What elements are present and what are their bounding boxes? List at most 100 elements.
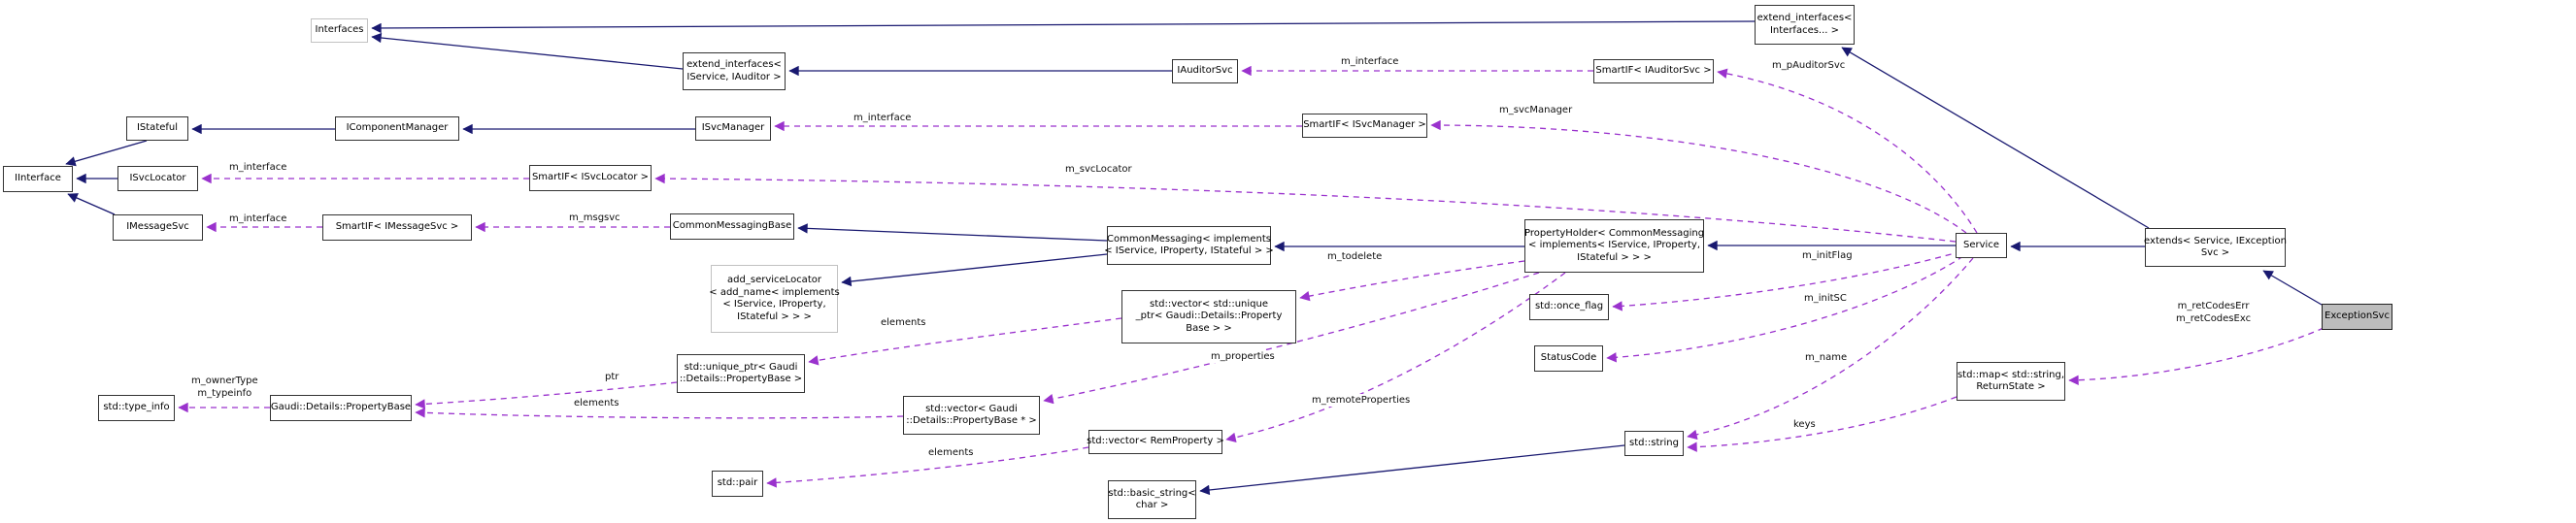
class-node-label: std::vector< Gaudi ::Details::PropertyBa… [906, 403, 1037, 427]
class-node-std-basic-string-char[interactable]: std::basic_string< char > [1108, 480, 1196, 519]
class-node-label: SmartIF< IMessageSvc > [335, 221, 459, 233]
class-node-smartif-isvclocator[interactable]: SmartIF< ISvcLocator > [529, 165, 652, 191]
usage-edge [1687, 396, 1957, 452]
class-node-label: std::map< std::string, ReturnState > [1957, 369, 2065, 393]
class-node-std-string[interactable]: std::string [1624, 431, 1684, 456]
class-node-label: CommonMessaging< implements < IService, … [1104, 233, 1274, 257]
edge-label: m_initSC [1803, 292, 1848, 305]
class-node-label: IStateful [136, 122, 179, 134]
class-node-label: std::once_flag [1534, 301, 1604, 312]
class-node-iauditorsvc[interactable]: IAuditorSvc [1172, 59, 1238, 83]
edge-label: m_retCodesErr m_retCodesExc [2175, 300, 2253, 325]
usage-edge [2068, 327, 2325, 385]
edge-label: m_properties [1210, 350, 1276, 363]
class-node-service[interactable]: Service [1956, 233, 2007, 258]
edge-label: ptr [604, 371, 620, 383]
class-node-smartif-iauditorsvc[interactable]: SmartIF< IAuditorSvc > [1593, 59, 1714, 83]
class-node-isvclocator[interactable]: ISvcLocator [117, 166, 198, 191]
edge-label: m_interface [853, 112, 913, 124]
edge-label: elements [880, 316, 927, 329]
class-node-vector-remproperty[interactable]: std::vector< RemProperty > [1087, 430, 1224, 454]
class-node-iinterface[interactable]: IInterface [3, 166, 73, 192]
edge-label: m_interface [228, 212, 288, 225]
class-node-extend-interfaces-variadic[interactable]: extend_interfaces< Interfaces... > [1755, 5, 1855, 45]
inheritance-edge [371, 32, 684, 70]
class-node-extends-service-iexceptionsvc[interactable]: extends< Service, IException Svc > [2144, 228, 2287, 267]
edge-label: m_name [1804, 351, 1849, 364]
class-node-label: SmartIF< ISvcManager > [1303, 119, 1426, 131]
class-node-label: ISvcLocator [129, 172, 186, 183]
edge-label: m_svcManager [1498, 104, 1574, 116]
class-node-label: StatusCode [1540, 352, 1597, 364]
class-node-label: std::unique_ptr< Gaudi ::Details::Proper… [679, 361, 803, 385]
usage-edge [1612, 250, 1962, 311]
class-node-label: IAuditorSvc [1177, 65, 1233, 77]
edge-label: m_initFlag [1801, 249, 1854, 262]
class-node-std-unique-ptr-propertybase[interactable]: std::unique_ptr< Gaudi ::Details::Proper… [677, 354, 805, 393]
class-node-add-servicelocator: add_serviceLocator < add_name< implement… [709, 265, 840, 333]
class-node-gaudi-details-propertybase[interactable]: Gaudi::Details::PropertyBase [270, 395, 412, 421]
class-node-vector-propertybase-ptr[interactable]: std::vector< Gaudi ::Details::PropertyBa… [903, 396, 1040, 435]
edge-label: m_remoteProperties [1311, 394, 1412, 407]
class-node-label: std::pair [717, 477, 758, 489]
class-node-label: Service [1963, 239, 1999, 250]
class-node-label: SmartIF< ISvcLocator > [531, 172, 650, 183]
class-node-label: Gaudi::Details::PropertyBase [270, 402, 412, 413]
class-node-imessagesvc[interactable]: IMessageSvc [113, 214, 203, 241]
class-node-std-map-returnstate[interactable]: std::map< std::string, ReturnState > [1957, 362, 2065, 401]
usage-edge [808, 317, 1122, 366]
class-node-istateful[interactable]: IStateful [126, 116, 188, 141]
class-node-label: IComponentManager [346, 122, 449, 134]
class-node-statuscode[interactable]: StatusCode [1534, 345, 1603, 372]
class-node-smartif-isvcmanager[interactable]: SmartIF< ISvcManager > [1302, 114, 1427, 138]
inheritance-edge [65, 140, 148, 167]
usage-edge [766, 446, 1089, 488]
class-node-label: IInterface [15, 173, 61, 184]
inheritance-edge [797, 223, 1108, 242]
class-node-label: extend_interfaces< Interfaces... > [1756, 13, 1853, 36]
class-node-label: Interfaces [315, 24, 364, 36]
class-node-label: std::type_info [103, 402, 170, 413]
edge-label: m_interface [1340, 55, 1400, 68]
class-node-label: extend_interfaces< IService, IAuditor > [686, 59, 782, 82]
edge-label: m_interface [228, 161, 288, 174]
inheritance-edge [2262, 270, 2323, 306]
class-node-std-once-flag[interactable]: std::once_flag [1529, 294, 1609, 320]
class-node-extend-interfaces-iservice-iauditor[interactable]: extend_interfaces< IService, IAuditor > [683, 52, 786, 90]
class-node-vector-unique-ptr-propertybase[interactable]: std::vector< std::unique _ptr< Gaudi::De… [1121, 290, 1296, 343]
usage-edge [1225, 272, 1566, 442]
class-node-std-pair[interactable]: std::pair [712, 471, 763, 497]
class-node-label: SmartIF< IAuditorSvc > [1595, 65, 1712, 77]
class-node-label: CommonMessagingBase [672, 220, 792, 232]
class-node-label: add_serviceLocator < add_name< implement… [709, 275, 840, 322]
class-node-smartif-imessagesvc[interactable]: SmartIF< IMessageSvc > [322, 214, 472, 241]
class-node-interfaces: Interfaces [311, 18, 368, 43]
usage-edge [415, 408, 904, 419]
class-node-label: std::vector< RemProperty > [1087, 436, 1224, 447]
usage-edge [1299, 260, 1525, 302]
class-node-isvcmanager[interactable]: ISvcManager [695, 116, 771, 141]
class-node-commonmessagingbase[interactable]: CommonMessagingBase [670, 213, 794, 240]
class-node-label: std::basic_string< char > [1108, 487, 1196, 511]
class-node-label: extends< Service, IException Svc > [2144, 235, 2287, 259]
class-node-commonmessaging[interactable]: CommonMessaging< implements < IService, … [1104, 226, 1274, 265]
class-node-std-type-info[interactable]: std::type_info [98, 395, 175, 421]
edge-label: keys [1792, 418, 1817, 431]
class-node-propertyholder[interactable]: PropertyHolder< CommonMessaging < implem… [1524, 219, 1704, 273]
usage-edge [1606, 255, 1964, 363]
class-node-label: ISvcManager [701, 122, 765, 134]
edge-label: elements [573, 397, 620, 409]
usage-edge [1717, 68, 1978, 234]
usage-edge [415, 381, 678, 409]
edge-label: m_todelete [1326, 250, 1384, 263]
usage-edge [654, 173, 1957, 243]
edge-label: elements [927, 446, 975, 459]
inheritance-edge [1199, 444, 1625, 496]
edge-label: m_msgsvc [568, 212, 621, 224]
class-node-icomponentmanager[interactable]: IComponentManager [335, 116, 459, 141]
inheritance-edge [1841, 47, 2150, 229]
edge-label: m_pAuditorSvc [1771, 59, 1847, 72]
inheritance-edge [841, 253, 1108, 287]
